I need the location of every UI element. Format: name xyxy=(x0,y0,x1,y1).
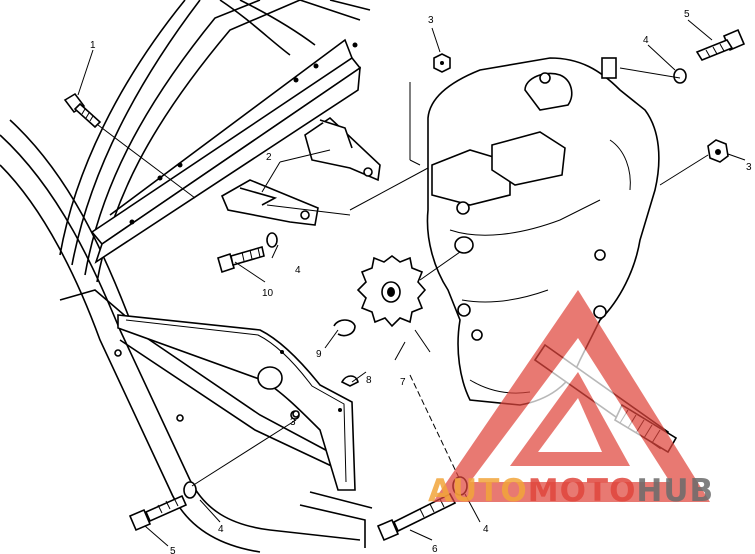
watermark-auto: AUTO xyxy=(428,473,528,509)
washer-4-top-right xyxy=(673,68,687,84)
callout-4-top: 4 xyxy=(643,35,649,46)
bolt-5-bottom xyxy=(128,494,188,532)
washer-4-bottom-left xyxy=(183,481,197,499)
watermark-text: AUTOMOTOHUB xyxy=(428,473,714,509)
engine-bracket-lower xyxy=(220,179,319,226)
engine-bracket-upper xyxy=(304,116,381,182)
callout-8: 8 xyxy=(366,375,372,386)
callout-5-top: 5 xyxy=(684,9,690,20)
washer-4-upper-left xyxy=(266,232,278,248)
callout-4-bottom-left: 4 xyxy=(218,524,224,535)
snap-ring-8 xyxy=(340,375,359,387)
watermark-hub: HUB xyxy=(636,473,714,509)
callout-3-top: 3 xyxy=(428,15,434,26)
frame-tubes xyxy=(0,0,373,553)
upper-mount-rail xyxy=(90,38,362,264)
nut-3-plate xyxy=(292,410,300,418)
leader-lines xyxy=(77,19,746,547)
callout-6: 6 xyxy=(432,544,438,554)
callout-1: 1 xyxy=(90,40,96,51)
bolt-1 xyxy=(63,92,102,129)
callout-2: 2 xyxy=(266,152,272,163)
bolt-5-top xyxy=(695,28,746,61)
callout-4-middle: 4 xyxy=(295,265,301,276)
side-plate xyxy=(117,314,356,491)
gearcase-housing xyxy=(426,57,660,406)
watermark-logo xyxy=(433,290,710,502)
bolt-10 xyxy=(217,245,265,274)
callout-4-bottom-right: 4 xyxy=(483,524,489,535)
callout-5-bottom: 5 xyxy=(170,546,176,554)
drive-sprocket xyxy=(356,255,427,328)
snap-ring-9 xyxy=(333,319,356,337)
callout-7: 7 xyxy=(400,377,406,388)
callout-3-plate: 3 xyxy=(290,417,296,428)
callout-9: 9 xyxy=(316,349,322,360)
callout-10: 10 xyxy=(262,288,274,299)
watermark-moto: MOTO xyxy=(528,473,637,509)
callout-3-right: 3 xyxy=(746,162,752,173)
